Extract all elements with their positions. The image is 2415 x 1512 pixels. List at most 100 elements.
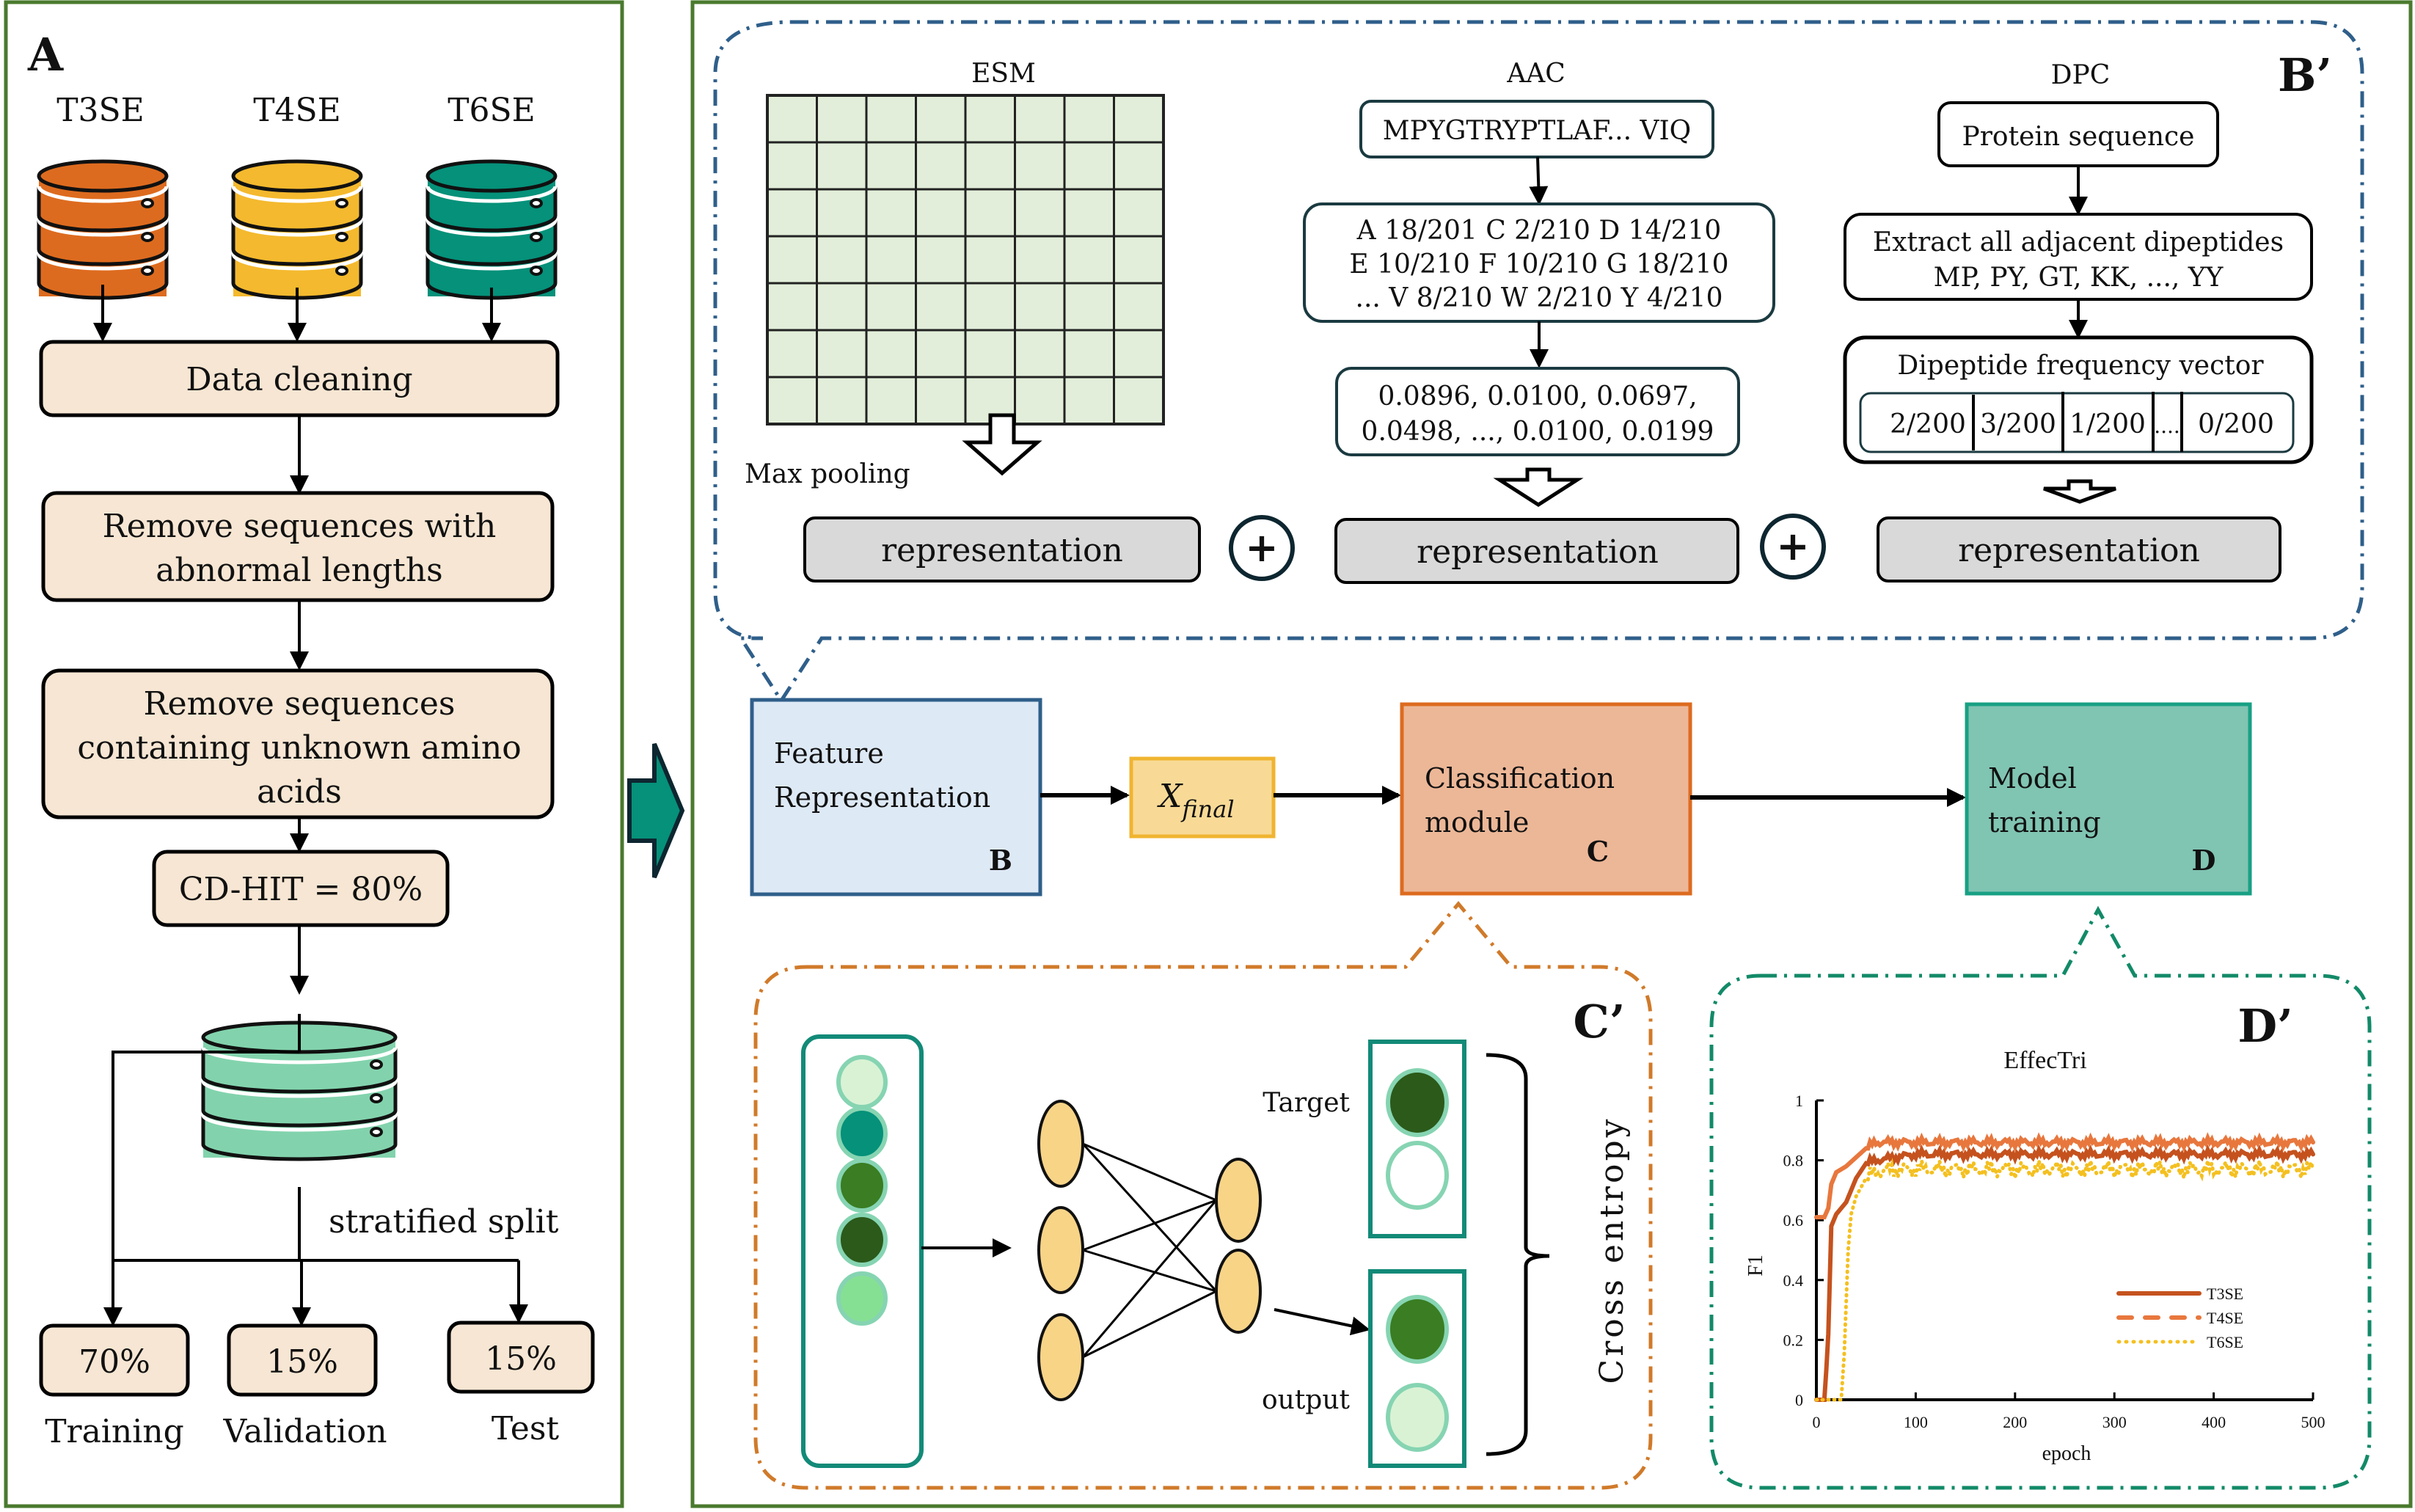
aac-down-arrow-icon	[1493, 467, 1584, 507]
target-node	[1386, 1068, 1449, 1137]
svg-text:MPYGTRYPTLAF... VIQ: MPYGTRYPTLAF... VIQ	[1383, 116, 1691, 146]
svg-text:E 10/210 F 10/210 G 18/210: E 10/210 F 10/210 G 18/210	[1349, 249, 1728, 280]
svg-text:Validation: Validation	[222, 1413, 387, 1450]
panel-a: A T3SE T4SE T6SE Data cleaning Remove se…	[4, 0, 624, 1508]
svg-text:CD-HIT = 80%: CD-HIT = 80%	[179, 871, 423, 908]
step-remove-unknown: Remove sequences containing unknown amin…	[41, 668, 555, 819]
esm-down-arrow-icon	[962, 413, 1042, 476]
esm-representation: representation	[803, 516, 1201, 582]
aac-arrow-1	[1529, 156, 1549, 205]
svg-text:15%: 15%	[266, 1343, 338, 1381]
block-tag-d: D	[2192, 844, 2216, 877]
split-validation: 15% Validation	[222, 1323, 387, 1450]
neural-network	[1037, 1100, 1370, 1401]
input-node	[836, 1213, 888, 1267]
feature-representation-block: Feature Representation B	[750, 698, 1042, 896]
callout-c-prime	[753, 901, 1653, 1490]
max-pooling-label: Max pooling	[745, 459, 910, 489]
svg-text:Protein sequence: Protein sequence	[1962, 122, 2195, 152]
svg-text:Data cleaning: Data cleaning	[186, 361, 412, 398]
chart-series	[1814, 1132, 2315, 1402]
svg-text:Model: Model	[1988, 762, 2077, 795]
x-tick-label: 400	[2202, 1413, 2226, 1431]
database-icon-t4se	[231, 159, 363, 300]
svg-text:Remove sequences: Remove sequences	[143, 685, 455, 723]
chart-y-axis-label: F1	[1744, 1254, 1767, 1277]
dpc-cell: 0/200	[2198, 409, 2274, 439]
block-tag-c: C	[1587, 835, 1609, 868]
panel-b-prime-label: B’	[2278, 48, 2332, 102]
svg-text:Xfinal: Xfinal	[1157, 778, 1235, 823]
dpc-extract-box: Extract all adjacent dipeptides MP, PY, …	[1844, 213, 2313, 301]
x-final-block: Xfinal	[1129, 756, 1276, 839]
svg-text:Remove sequences with: Remove sequences with	[103, 508, 497, 545]
svg-text:70%: 70%	[78, 1343, 150, 1381]
svg-text:acids: acids	[257, 773, 342, 811]
x-tick-label: 200	[2003, 1413, 2027, 1431]
svg-text:0.0896, 0.0100, 0.0697,: 0.0896, 0.0100, 0.0697,	[1378, 381, 1697, 412]
y-tick-label: 0.8	[1783, 1152, 1804, 1170]
database-icon-t6se	[425, 159, 558, 300]
panel-right-border	[690, 0, 2413, 1508]
svg-text:... V 8/210 W 2/210 Y 4/210: ... V 8/210 W 2/210 Y 4/210	[1356, 283, 1723, 313]
y-tick-label: 0.4	[1783, 1271, 1804, 1290]
svg-text:15%: 15%	[485, 1340, 557, 1378]
input-node	[836, 1055, 888, 1109]
callout-b-prime	[713, 20, 2364, 704]
target-nodes	[1386, 1068, 1449, 1210]
input-node	[836, 1106, 888, 1161]
dpc-input-box: Protein sequence	[1937, 101, 2219, 167]
panel-right: B’ ESM Max pooling representation + AAC …	[690, 0, 2413, 1508]
split-test: 15% Test	[447, 1321, 595, 1447]
y-tick-label: 1	[1795, 1092, 1803, 1110]
svg-text:+: +	[1245, 525, 1278, 571]
panel-c-prime-label: C’	[1574, 995, 1626, 1048]
model-training-block: Model training D	[1965, 702, 2252, 896]
step-data-cleaning: Data cleaning	[39, 340, 560, 417]
dpc-cell: 3/200	[1980, 409, 2056, 439]
svg-text:representation: representation	[1417, 533, 1659, 571]
step-remove-abnormal: Remove sequences with abnormal lengths	[41, 491, 555, 602]
svg-text:Dipeptide frequency vector: Dipeptide frequency vector	[1897, 351, 2264, 381]
input-node	[836, 1271, 888, 1326]
series-line-t4se	[1814, 1132, 2315, 1220]
dpc-vector-box: Dipeptide frequency vector 2/200 3/200 1…	[1843, 335, 2314, 464]
classification-module-block: Classification module C	[1400, 702, 1692, 896]
dpc-title: DPC	[2051, 60, 2111, 90]
concat-plus-icon-1: +	[1229, 515, 1295, 581]
legend-label: T6SE	[2207, 1333, 2243, 1351]
target-label: Target	[1263, 1088, 1350, 1118]
block-tag-b: B	[989, 844, 1012, 877]
aac-vector-box: 0.0896, 0.0100, 0.0697, 0.0498, ..., 0.0…	[1335, 367, 1740, 456]
db-label-t4se: T4SE	[253, 92, 341, 129]
svg-text:0.0498, ..., 0.0100, 0.0199: 0.0498, ..., 0.0100, 0.0199	[1362, 417, 1714, 447]
concat-plus-icon-2: +	[1760, 514, 1826, 580]
database-icon-t3se	[37, 159, 169, 300]
dpc-cell: 1/200	[2069, 409, 2146, 439]
svg-text:Extract all adjacent dipeptide: Extract all adjacent dipeptides	[1873, 227, 2284, 258]
aac-representation: representation	[1334, 518, 1739, 584]
aac-sequence-box: MPYGTRYPTLAF... VIQ	[1359, 100, 1714, 158]
hidden-node	[1037, 1206, 1084, 1294]
aac-counts-box: A 18/201 C 2/210 D 14/210 E 10/210 F 10/…	[1303, 202, 1775, 323]
split-tree	[103, 1188, 528, 1326]
split-training: 70% Training	[39, 1323, 190, 1450]
db-label-t6se: T6SE	[447, 92, 536, 129]
svg-text:representation: representation	[881, 532, 1123, 569]
output-node	[1386, 1295, 1449, 1364]
series-line-t6se	[1814, 1155, 2315, 1402]
aac-title: AAC	[1506, 59, 1565, 89]
esm-title: ESM	[971, 59, 1036, 89]
svg-text:representation: representation	[1958, 532, 2200, 569]
panel-a-label: A	[27, 28, 64, 81]
panel-d-prime-label: D’	[2237, 999, 2292, 1053]
svg-text:MP, PY, GT, KK, ..., YY: MP, PY, GT, KK, ..., YY	[1934, 263, 2224, 293]
panel-a-border	[4, 0, 624, 1508]
esm-embedding-grid	[766, 94, 1165, 426]
svg-text:training: training	[1988, 806, 2101, 839]
db-label-t3se: T3SE	[56, 92, 145, 129]
